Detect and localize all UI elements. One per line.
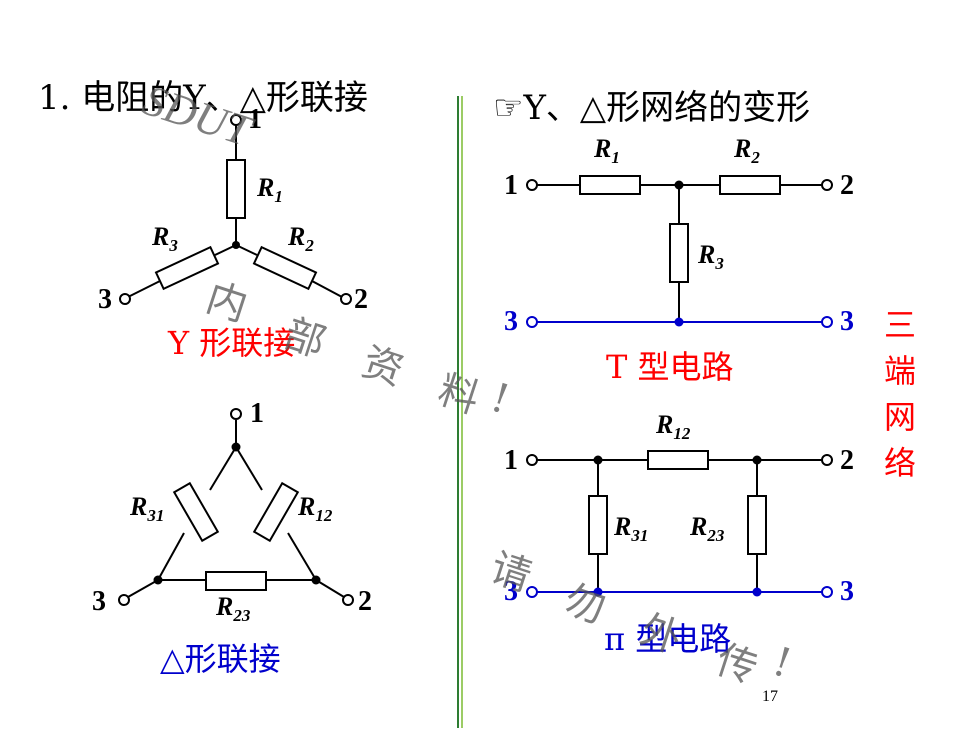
pi-resistor-r12-label: R12 [656,410,691,444]
t-resistor-r1-label: R1 [594,134,620,168]
y-resistor-r3-label: R3 [152,222,178,256]
delta-caption: △形联接 [160,640,281,678]
y-resistor-r1-label: R1 [257,173,283,207]
delta-resistor-r23-label: R23 [216,592,251,626]
left-title: 1. 电阻的Y、△形联接 [38,78,368,118]
pi-resistor-r31-label: R31 [614,512,649,546]
pi-resistor-r23-label: R23 [690,512,725,546]
y-circuit [119,114,352,305]
t-caption: T 型电路 [606,348,734,386]
side-label-char: 端 [884,352,917,390]
delta-resistor-r31-label: R31 [130,492,165,526]
delta-terminal-1: 1 [250,398,264,429]
pi-circuit [526,450,833,598]
y-terminal-1: 1 [248,104,262,135]
side-label-char: 络 [884,444,917,482]
t-circuit [526,175,833,328]
t-terminal-3-right: 3 [840,306,854,337]
pi-caption: π 型电路 [604,620,732,658]
page-number: 17 [762,688,778,705]
y-terminal-3: 3 [98,284,112,315]
delta-terminal-3: 3 [92,586,106,617]
t-terminal-2: 2 [840,170,854,201]
pi-terminal-3-left: 3 [504,576,518,607]
divider-line [457,96,463,728]
t-terminal-1: 1 [504,170,518,201]
delta-circuit [118,408,354,606]
side-label-char: 网 [884,398,917,436]
pi-terminal-1: 1 [504,445,518,476]
right-title: ☞Y、△形网络的变形 [493,88,811,128]
delta-terminal-2: 2 [358,586,372,617]
pi-terminal-2: 2 [840,445,854,476]
y-resistor-r2-label: R2 [288,222,314,256]
y-caption: Y 形联接 [168,324,296,362]
t-resistor-r3-label: R3 [698,240,724,274]
t-resistor-r2-label: R2 [734,134,760,168]
pi-terminal-3-right: 3 [840,576,854,607]
y-terminal-2: 2 [354,284,368,315]
t-terminal-3-left: 3 [504,306,518,337]
side-label-char: 三 [884,306,917,344]
delta-resistor-r12-label: R12 [298,492,333,526]
